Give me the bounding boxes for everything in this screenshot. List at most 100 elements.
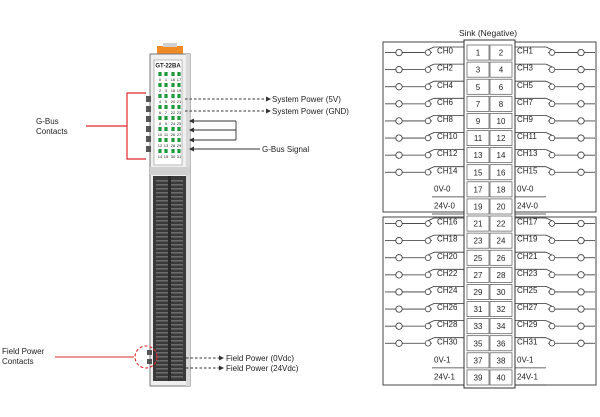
pin-number-left: 25 bbox=[474, 254, 483, 263]
pin-cell-left bbox=[466, 44, 490, 61]
channel-terminal-dot bbox=[548, 271, 556, 279]
pin-cell-right bbox=[489, 335, 513, 352]
led-indicator bbox=[158, 83, 162, 87]
pin-number-right: 20 bbox=[497, 202, 506, 211]
channel-input-symbol bbox=[577, 100, 585, 108]
pin-number-right: 22 bbox=[497, 220, 506, 229]
pin-cell-right bbox=[489, 215, 513, 232]
pin-number-right: 24 bbox=[497, 237, 506, 246]
wiring-title: Sink (Negative) bbox=[459, 28, 517, 38]
led-indicator bbox=[171, 94, 175, 98]
pin-cell-left bbox=[466, 61, 490, 78]
channel-input-symbol bbox=[577, 168, 585, 176]
channel-label-left: CH18 bbox=[437, 235, 458, 244]
channel-label-left: CH6 bbox=[437, 98, 454, 107]
channel-input-symbol bbox=[395, 168, 403, 176]
led-indicator bbox=[177, 105, 181, 109]
pin-number-right: 34 bbox=[497, 322, 506, 331]
channel-input-symbol bbox=[395, 237, 403, 245]
channel-terminal-dot bbox=[548, 323, 556, 330]
channel-input-symbol bbox=[577, 288, 585, 296]
led-number: 31 bbox=[177, 154, 182, 159]
pin-number-right: 36 bbox=[497, 339, 506, 348]
pin-cell-right bbox=[489, 181, 513, 198]
channel-terminal-dot bbox=[548, 151, 556, 159]
channel-label-right: CH9 bbox=[517, 115, 534, 124]
channel-terminal-dot bbox=[548, 66, 556, 73]
pin-cell-right bbox=[489, 232, 513, 249]
pin-number-right: 16 bbox=[497, 168, 506, 177]
led-indicator bbox=[164, 94, 168, 98]
gbus-signal-label: G-Bus Signal bbox=[262, 145, 309, 154]
led-indicator bbox=[177, 127, 181, 131]
pin-number-left: 33 bbox=[474, 322, 483, 331]
pin-cell-right bbox=[489, 352, 513, 369]
pin-number-left: 27 bbox=[474, 271, 483, 280]
power-label-left: 0V-1 bbox=[434, 355, 451, 364]
channel-input-symbol bbox=[577, 322, 585, 330]
channel-input-symbol bbox=[577, 271, 585, 279]
channel-label-right: CH19 bbox=[517, 235, 538, 244]
led-indicator bbox=[164, 116, 168, 120]
channel-label-right: CH3 bbox=[517, 64, 534, 73]
led-number: 27 bbox=[177, 132, 182, 137]
power-label-left: 24V-1 bbox=[434, 372, 455, 381]
channel-input-symbol bbox=[395, 322, 403, 330]
channel-label-right: CH13 bbox=[517, 149, 538, 158]
channel-terminal-dot bbox=[424, 100, 432, 107]
pin-cell-right bbox=[489, 266, 513, 283]
led-number: 24 bbox=[171, 121, 176, 126]
channel-terminal-dot bbox=[548, 220, 556, 227]
led-indicator bbox=[158, 116, 162, 120]
pin-cell-right bbox=[489, 130, 513, 146]
pin-cell-left bbox=[466, 113, 490, 129]
gbus-contacts-label-line2: Contacts bbox=[36, 127, 68, 136]
module-model-label: GT-22BA bbox=[155, 64, 181, 70]
pin-number-left: 1 bbox=[476, 49, 481, 58]
channel-label-left: CH22 bbox=[437, 269, 458, 278]
channel-label-left: CH14 bbox=[437, 166, 458, 175]
led-number: 10 bbox=[158, 132, 163, 137]
channel-input-symbol bbox=[577, 305, 585, 313]
led-number: 14 bbox=[158, 154, 163, 159]
pin-cell-left bbox=[466, 352, 490, 369]
pin-number-left: 23 bbox=[474, 237, 483, 246]
channel-terminal-dot bbox=[424, 254, 432, 261]
pin-cell-right bbox=[489, 249, 513, 266]
pin-cell-left bbox=[466, 232, 490, 249]
pin-cell-left bbox=[466, 266, 490, 283]
channel-input-symbol bbox=[395, 271, 403, 279]
led-number: 12 bbox=[158, 143, 163, 148]
channel-terminal-dot bbox=[424, 83, 432, 90]
pin-number-right: 2 bbox=[499, 49, 504, 58]
channel-terminal-dot bbox=[548, 134, 556, 142]
channel-label-right: CH15 bbox=[517, 166, 538, 175]
led-indicator bbox=[164, 105, 168, 109]
gbus-contacts-label-line1: G-Bus bbox=[36, 117, 59, 126]
led-indicator bbox=[171, 105, 175, 109]
pin-cell-left bbox=[466, 95, 490, 112]
pin-cell-left bbox=[466, 198, 490, 215]
channel-label-left: CH24 bbox=[437, 286, 458, 295]
pin-cell-right bbox=[489, 113, 513, 129]
channel-input-symbol bbox=[395, 66, 403, 74]
led-number: 1 bbox=[165, 77, 168, 82]
channel-terminal-dot bbox=[424, 271, 432, 279]
channel-label-right: CH23 bbox=[517, 269, 538, 278]
channel-label-right: CH25 bbox=[517, 286, 538, 295]
pin-cell-left bbox=[466, 147, 490, 164]
system-power-5v-label: System Power (5V) bbox=[272, 95, 341, 104]
channel-terminal-dot bbox=[424, 220, 432, 227]
led-number: 18 bbox=[171, 88, 176, 93]
led-indicator bbox=[158, 138, 162, 142]
pin-cell-right bbox=[489, 198, 513, 215]
pin-cell-right bbox=[489, 318, 513, 335]
pin-cell-right bbox=[489, 61, 513, 78]
